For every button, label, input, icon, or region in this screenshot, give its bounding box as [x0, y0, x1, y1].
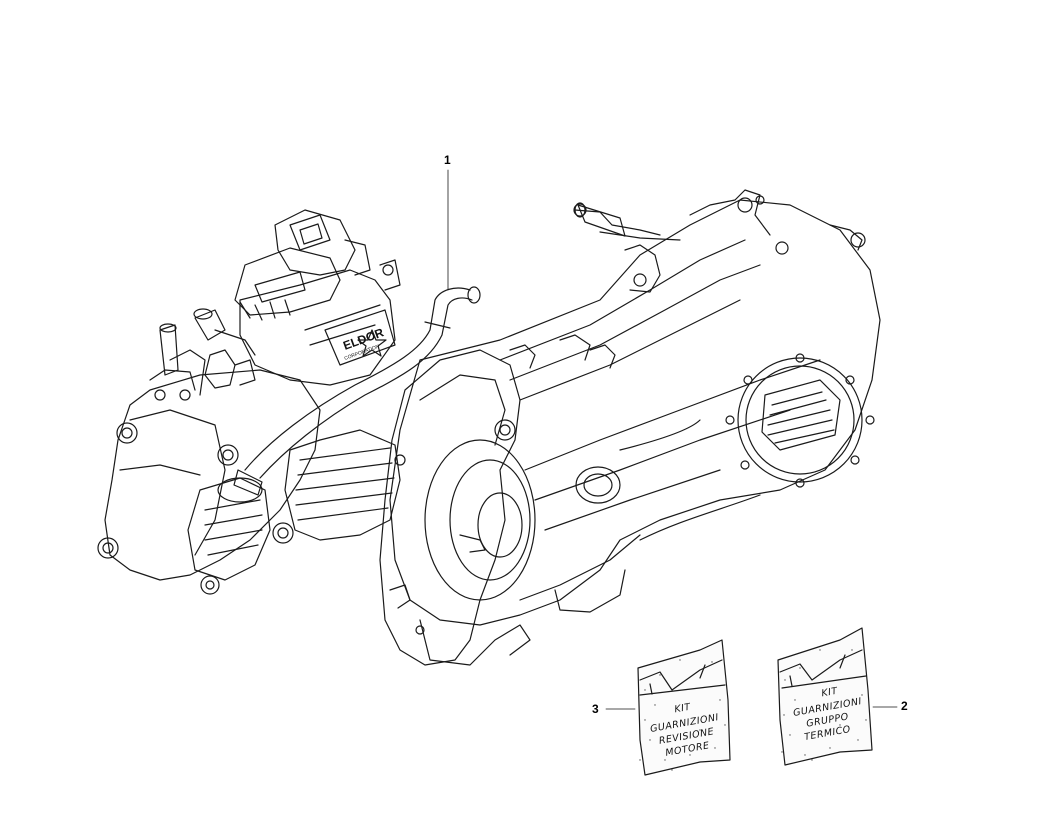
rear-axle-shaft: [574, 202, 626, 237]
gasket-kit-bag-engine-overhaul: KIT GUARNIZIONI REVISIONE MOTORE: [637, 639, 731, 776]
bag-3-speckle: [639, 659, 726, 771]
callout-1[interactable]: 1: [444, 153, 451, 167]
bag-3-line-1: KIT: [674, 702, 693, 716]
callout-2[interactable]: 2: [901, 699, 908, 713]
throttle-body-ecu: [193, 209, 401, 389]
gasket-kit-bag-thermal-group: KIT GUARNIZIONI GRUPPO TERMICO: [777, 627, 873, 766]
cylinder-head: [97, 323, 401, 595]
star-icon: [357, 329, 387, 357]
bag-2-speckle: [781, 649, 867, 761]
transmission-casing: [389, 189, 881, 626]
callout-3[interactable]: 3: [592, 702, 599, 716]
crankcase-left: [379, 349, 536, 666]
bag-2-line-1: KIT: [821, 686, 840, 700]
callout-leaders: [447, 169, 898, 710]
coolant-hose: [233, 286, 481, 496]
